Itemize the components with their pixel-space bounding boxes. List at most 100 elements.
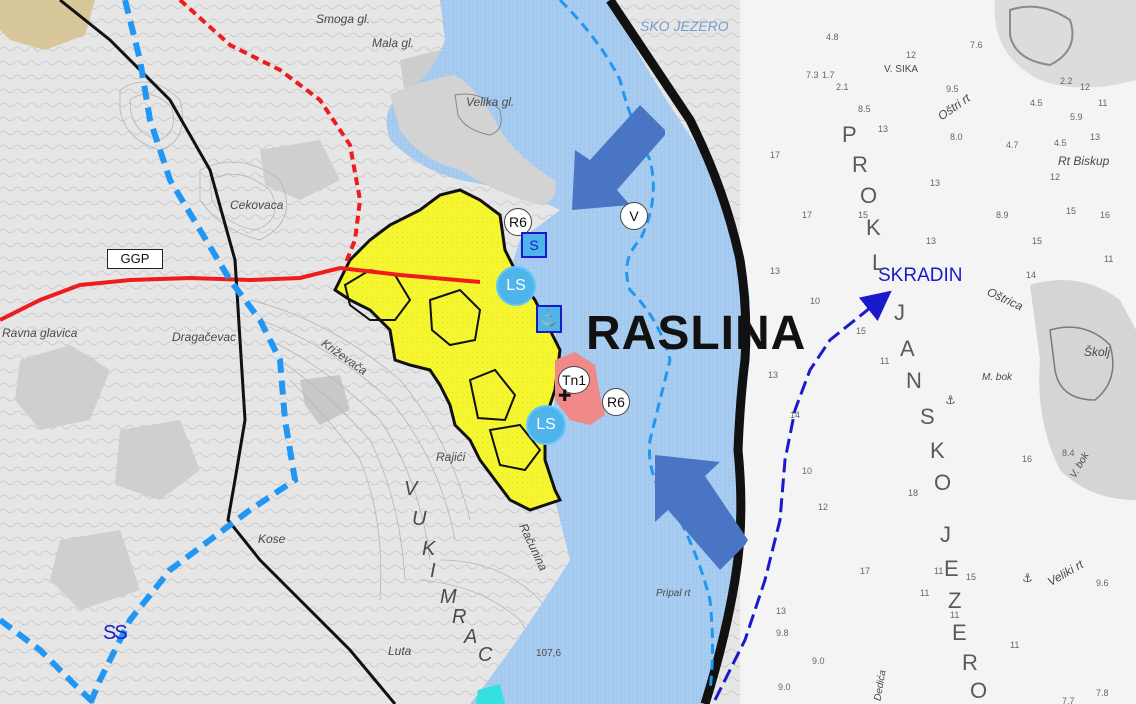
depth-value: 12 xyxy=(1050,172,1061,182)
depth-value: 13 xyxy=(1090,132,1101,142)
black-boundary-west xyxy=(59,0,397,704)
depth-value: 11 xyxy=(1104,254,1114,264)
depth-value: 13 xyxy=(770,266,781,276)
arrow-north xyxy=(572,105,665,210)
port-icon[interactable]: ⚓ xyxy=(536,305,562,333)
depth-value: 12 xyxy=(1080,82,1091,92)
lake-letter: O xyxy=(860,183,878,208)
place-name: Pripal rt xyxy=(656,588,691,599)
zone-marker-r6-top[interactable]: R6 xyxy=(504,208,532,236)
blue-dashed-line-lake xyxy=(558,0,714,691)
place-title-raslina: RASLINA xyxy=(586,307,807,360)
place-name: Luta xyxy=(388,644,412,658)
depth-value: 17 xyxy=(770,150,781,160)
valley-letter: C xyxy=(478,644,499,666)
depth-value: 7.8 xyxy=(1096,688,1109,698)
depth-value: 14 xyxy=(790,410,801,420)
black-boundary-lake xyxy=(606,0,751,704)
zone-marker-s[interactable]: S xyxy=(521,232,547,258)
depth-value: 15 xyxy=(1032,236,1043,246)
depth-value: 4.8 xyxy=(826,32,839,42)
valley-letter: R xyxy=(452,606,473,628)
beige-zone xyxy=(0,0,95,50)
depth-value: 11 xyxy=(880,356,890,366)
depth-value: 13 xyxy=(768,370,779,380)
depth-value: 15 xyxy=(1066,206,1077,216)
depth-value: 9.6 xyxy=(1096,578,1109,588)
depth-value: 9.5 xyxy=(946,84,959,94)
depth-value: 8.9 xyxy=(996,210,1009,220)
place-name: M. bok xyxy=(982,372,1013,383)
depth-value: 15 xyxy=(966,572,977,582)
depth-value: 10 xyxy=(802,466,813,476)
landmark-cross-icon: ✚ xyxy=(558,388,572,405)
svg-text:⚓: ⚓ xyxy=(1022,571,1033,585)
depth-value: 1.7 xyxy=(822,70,835,80)
zone-marker-ls-bottom[interactable]: LS xyxy=(526,405,566,445)
depth-value: 7.7 xyxy=(1062,696,1075,704)
depth-value: 9.0 xyxy=(812,656,825,666)
lake-letter: L xyxy=(872,250,885,275)
lake-letter: N xyxy=(906,368,922,393)
valley-letter: I xyxy=(430,560,442,582)
depth-value: 16 xyxy=(1100,210,1111,220)
lake-letter: R xyxy=(852,152,868,177)
depth-value: 11 xyxy=(1010,640,1020,650)
place-name: Mala gl. xyxy=(372,36,415,50)
place-name: SKO JEZERO xyxy=(640,18,729,34)
depth-value: 4.5 xyxy=(1030,98,1043,108)
lake-letter: O xyxy=(934,470,952,495)
lake-letter: E xyxy=(952,620,967,645)
place-name: Školj xyxy=(1084,345,1111,359)
depth-value: 17 xyxy=(802,210,813,220)
route-destination-label: SKRADIN xyxy=(878,265,963,286)
lake-letter: O xyxy=(970,678,988,703)
depth-value: 2.2 xyxy=(1060,76,1073,86)
place-name: Kose xyxy=(258,532,286,546)
depth-value: 11 xyxy=(950,610,960,620)
red-dashed-road xyxy=(178,0,363,266)
place-name: Ravna glavica xyxy=(2,326,78,340)
depth-value: 9.0 xyxy=(778,682,791,692)
lake-letter: K xyxy=(930,438,945,463)
place-name: Rt Biskup xyxy=(1058,154,1110,168)
depth-value: 17 xyxy=(860,566,871,576)
depth-value: 13 xyxy=(776,606,787,616)
valley-letter: A xyxy=(464,626,484,648)
zone-marker-tn1[interactable]: Tn1 xyxy=(558,366,590,394)
road-code-label: GGP xyxy=(107,249,163,269)
blue-dashed-line-west xyxy=(87,0,299,704)
depth-value: 4.5 xyxy=(1054,138,1067,148)
depth-value: 12 xyxy=(906,50,917,60)
depth-value: 15 xyxy=(858,210,869,220)
depth-value: 8.0 xyxy=(950,132,963,142)
red-road xyxy=(0,265,481,322)
peninsula xyxy=(390,75,556,205)
valley-letter: V xyxy=(404,478,424,500)
depth-value: 11 xyxy=(1098,98,1108,108)
depth-value: 11 xyxy=(934,566,944,576)
depth-value: 10 xyxy=(810,296,821,306)
zone-marker-ss: SS xyxy=(103,622,128,644)
lake-letter: J xyxy=(940,522,951,547)
depth-value: 5.9 xyxy=(1070,112,1083,122)
zone-marker-r6-bottom[interactable]: R6 xyxy=(602,388,630,416)
depth-value: 13 xyxy=(930,178,941,188)
depth-value: 7.3 xyxy=(806,70,819,80)
zone-marker-v[interactable]: V xyxy=(620,202,648,230)
arrow-south xyxy=(655,455,748,570)
elevation-label: 107,6 xyxy=(536,648,562,659)
lake-letter: K xyxy=(866,215,881,240)
place-name: Dragačevac xyxy=(172,330,237,344)
depth-value: 18 xyxy=(908,488,919,498)
depth-value: 15 xyxy=(856,326,867,336)
zone-marker-ls-top[interactable]: LS xyxy=(496,266,536,306)
depth-value: 13 xyxy=(926,236,937,246)
lake-letter: R xyxy=(962,650,978,675)
depth-value: 4.7 xyxy=(1006,140,1019,150)
lake-letter: A xyxy=(900,336,915,361)
place-name: Rajići xyxy=(436,450,466,464)
depth-value: 2.1 xyxy=(836,82,849,92)
